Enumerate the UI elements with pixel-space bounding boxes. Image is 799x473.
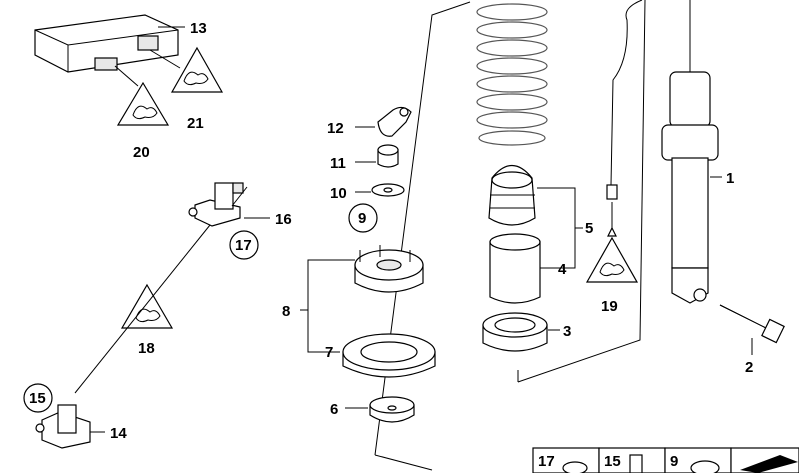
callout-19: 19 <box>601 298 618 315</box>
height-sensor <box>188 182 244 227</box>
legend-17: 17 <box>538 453 555 470</box>
callout-9: 9 <box>358 210 366 227</box>
legend-15: 15 <box>604 453 621 470</box>
callout-5: 5 <box>585 220 593 237</box>
warning-label-20 <box>116 81 170 126</box>
support-bearing <box>354 245 424 293</box>
shock-absorber <box>661 0 719 304</box>
callout-11: 11 <box>330 155 346 172</box>
legend-9: 9 <box>670 453 678 470</box>
warning-label-18 <box>120 283 174 329</box>
control-unit <box>34 14 179 73</box>
callout-7: 7 <box>325 344 333 361</box>
callout-21: 21 <box>187 115 204 132</box>
bolt <box>719 304 785 344</box>
washer <box>371 183 405 197</box>
clamp <box>377 106 412 137</box>
callout-15: 15 <box>29 390 46 407</box>
spring-pad-lower <box>482 312 548 352</box>
warning-label-19 <box>585 236 639 283</box>
self-locking-nut <box>377 144 399 168</box>
callout-17: 17 <box>235 237 252 254</box>
callout-13: 13 <box>190 20 207 37</box>
callout-14: 14 <box>110 425 127 442</box>
callout-6: 6 <box>330 401 338 418</box>
protective-tube <box>489 233 541 304</box>
callout-2: 2 <box>745 359 753 376</box>
callout-4: 4 <box>558 261 567 278</box>
callout-10: 10 <box>330 185 347 202</box>
callout-1: 1 <box>726 170 734 187</box>
warning-label-21 <box>170 46 224 93</box>
legend-strip <box>532 447 799 473</box>
callout-20: 20 <box>133 144 150 161</box>
callout-8: 8 <box>282 303 290 320</box>
bump-stop <box>488 164 536 226</box>
callout-16: 16 <box>275 211 292 228</box>
callout-18: 18 <box>138 340 155 357</box>
sensor-lower <box>35 404 91 449</box>
spring-pad-upper <box>342 333 436 378</box>
dust-cap <box>369 396 415 423</box>
callout-12: 12 <box>327 120 344 137</box>
callout-3: 3 <box>563 323 571 340</box>
coil-spring <box>476 3 548 146</box>
